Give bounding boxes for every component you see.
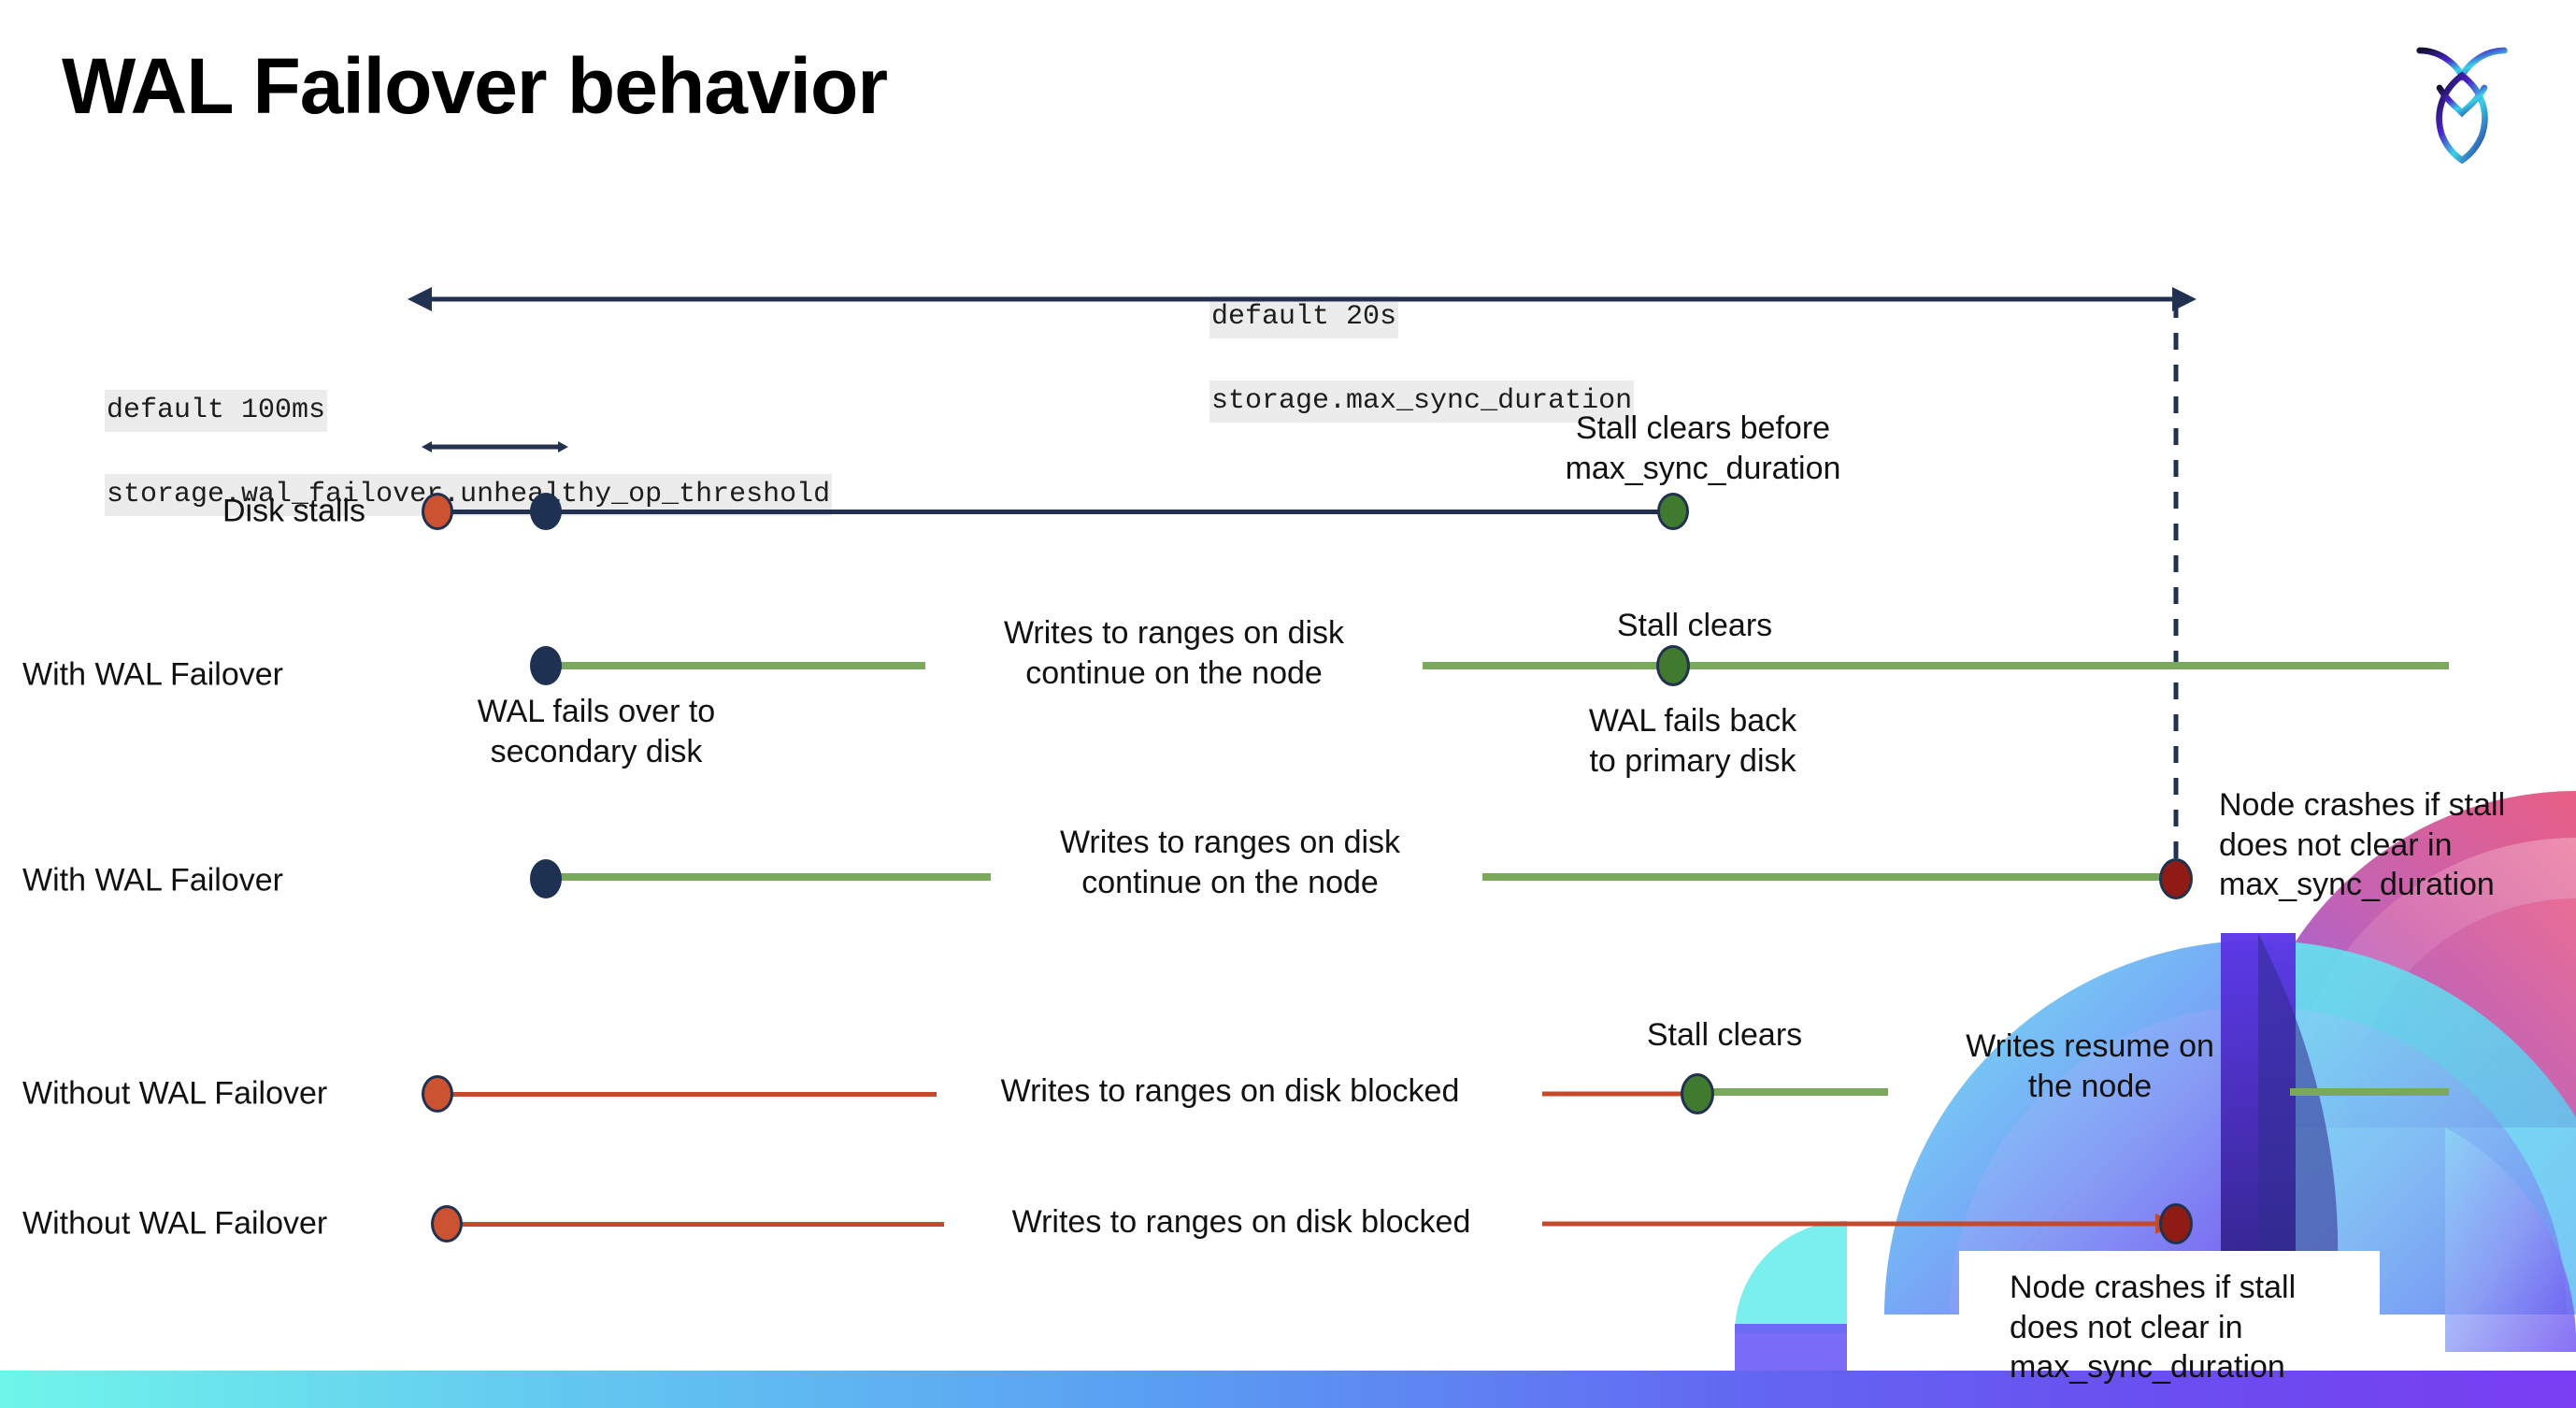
row4-green-segment-far	[2290, 1088, 2449, 1096]
row3-green-segment-right	[1482, 873, 2174, 881]
row-label-without-wal-failover-clears: Without WAL Failover	[22, 1075, 328, 1112]
note-stall-clears-2: Stall clears	[1646, 1017, 1803, 1053]
row4-stall-clears-marker	[1681, 1073, 1714, 1114]
note-writes-blocked-2: Writes to ranges on disk blocked	[1011, 1204, 1471, 1240]
disk-stall-start-marker	[422, 493, 453, 530]
note-stall-clears-before: Stall clears before max_sync_duration	[1565, 410, 1841, 486]
note-writes-resume: Writes resume on the node	[1966, 1028, 2214, 1104]
note-writes-blocked: Writes to ranges on disk blocked	[1000, 1073, 1460, 1109]
note-wal-fails-over: WAL fails over to secondary disk	[477, 694, 716, 769]
note-wal-fails-back: WAL fails back to primary disk	[1588, 703, 1797, 779]
disk-stall-clear-marker	[1657, 493, 1689, 530]
row5-stall-start-marker	[431, 1205, 463, 1243]
row-label-disk-stalls: Disk stalls	[222, 493, 366, 529]
note-stall-clears: Stall clears	[1616, 608, 1773, 643]
unhealthy-op-threshold-annotation: default 100ms storage.wal_failover.unhea…	[37, 348, 833, 558]
row4-red-segment	[451, 1092, 937, 1097]
disk-stalls-timeline	[437, 510, 1673, 514]
row-label-without-wal-failover-crash: Without WAL Failover	[22, 1205, 328, 1242]
note-node-crashes-2: Node crashes if stall does not clear in …	[2010, 1270, 2297, 1385]
wal-failover-trigger-marker	[530, 493, 562, 530]
row3-green-segment-left	[546, 873, 991, 881]
row2-stall-clears-marker	[1656, 645, 1690, 686]
cockroachdb-logo-icon	[2387, 21, 2537, 170]
row2-green-segment-right	[1423, 662, 2449, 669]
row2-failover-marker	[530, 646, 562, 685]
row-label-with-wal-failover-clears: With WAL Failover	[22, 656, 283, 693]
max-sync-setting-label: storage.max_sync_duration	[1209, 381, 1635, 423]
unhealthy-default-label: default 100ms	[105, 390, 328, 432]
max-sync-default-label: default 20s	[1209, 296, 1399, 338]
note-writes-continue: Writes to ranges on disk continue on the…	[1003, 615, 1345, 691]
row2-green-segment-left	[546, 662, 925, 669]
row3-node-crash-marker	[2159, 858, 2193, 899]
row4-green-segment	[1710, 1088, 1888, 1096]
note-node-crashes-1: Node crashes if stall does not clear in …	[2219, 787, 2506, 902]
unhealthy-setting-label: storage.wal_failover.unhealthy_op_thresh…	[105, 474, 833, 516]
row5-red-segment	[458, 1222, 944, 1227]
note-writes-continue-2: Writes to ranges on disk continue on the…	[1059, 825, 1401, 900]
bottom-gradient-band	[0, 1371, 2576, 1408]
page-title: WAL Failover behavior	[62, 42, 888, 130]
row5-node-crash-marker	[2159, 1203, 2193, 1244]
row3-failover-marker	[530, 859, 562, 898]
row-label-with-wal-failover-crash: With WAL Failover	[22, 862, 283, 898]
row4-stall-start-marker	[422, 1075, 453, 1113]
